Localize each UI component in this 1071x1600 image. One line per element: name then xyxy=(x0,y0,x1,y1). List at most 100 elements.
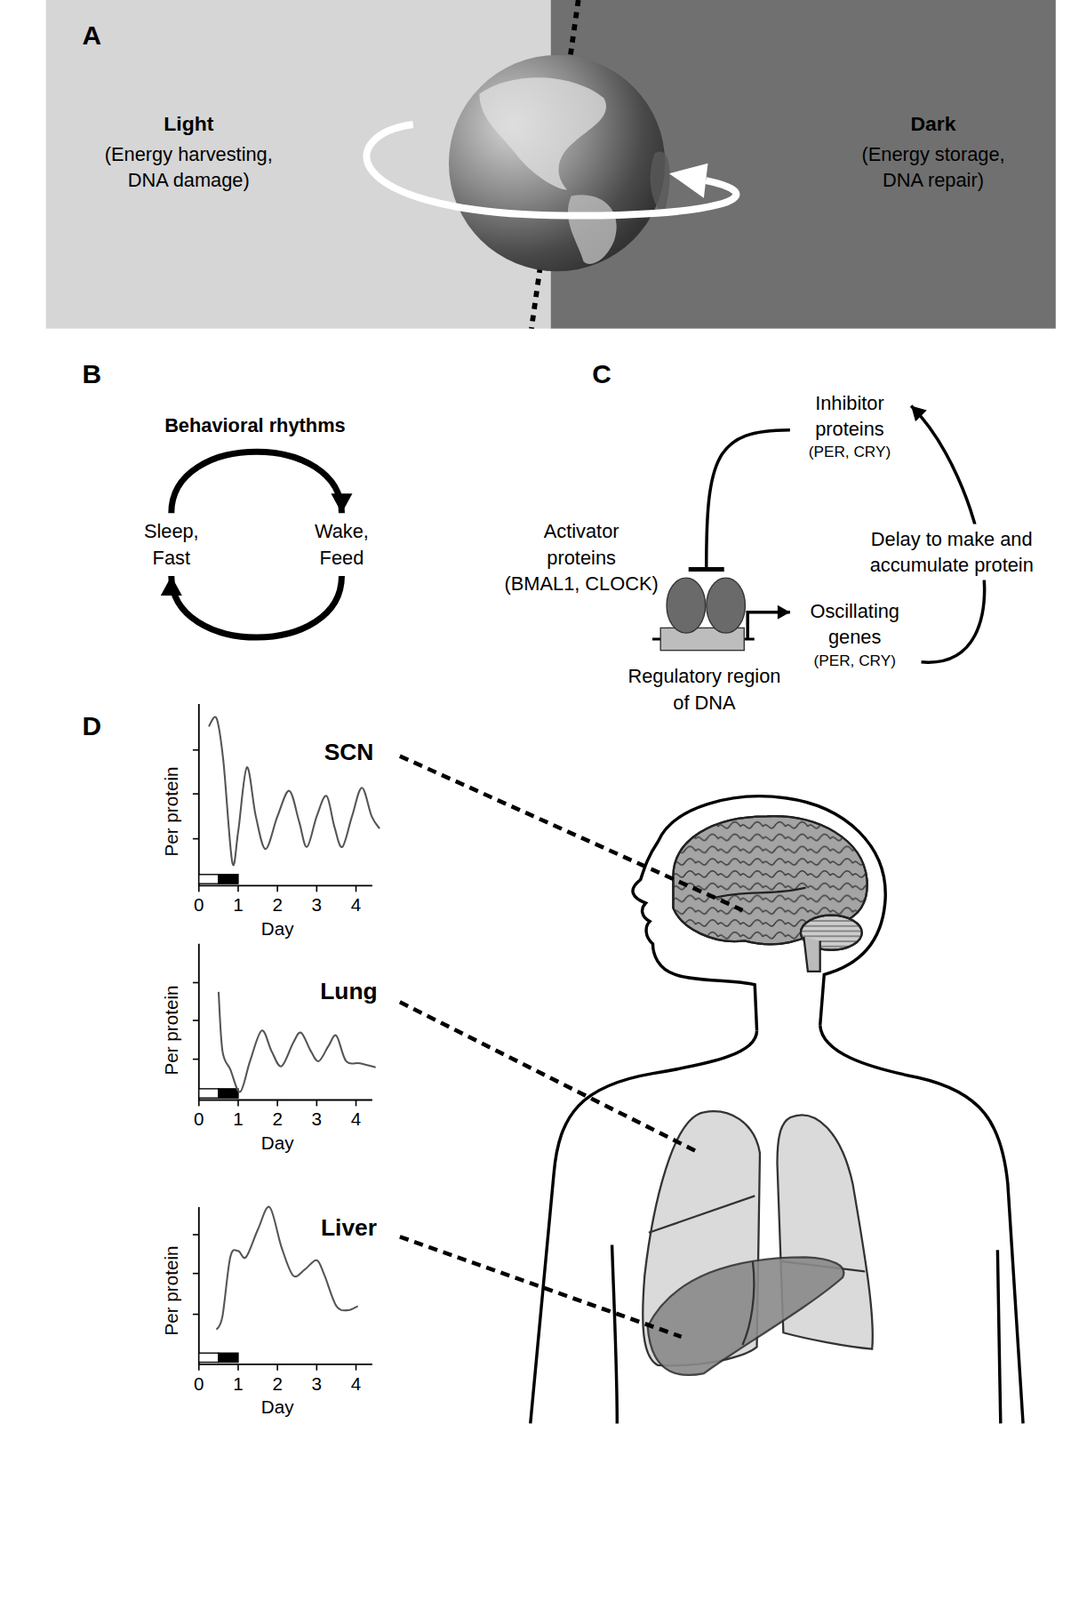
plot-title: SCN xyxy=(324,738,375,768)
behavior-state: Wake, Feed xyxy=(301,518,384,571)
section-title: Behavioral rhythms xyxy=(164,414,346,438)
axis-tick xyxy=(192,1058,200,1061)
brain xyxy=(803,936,820,972)
node-heading: Activator proteins xyxy=(525,518,638,571)
tick-label: 3 xyxy=(311,1372,322,1395)
axis-label: Day xyxy=(261,1396,295,1419)
panel-letter: C xyxy=(591,358,612,391)
axis-tick xyxy=(316,1364,319,1371)
node-subtext: (Energy harvesting, DNA damage) xyxy=(91,141,286,194)
per-protein-plot xyxy=(192,703,380,892)
behavior-state: Sleep, Fast xyxy=(130,518,213,571)
edge-label: Delay to make and accumulate protein xyxy=(847,524,1056,581)
node-heading: Regulatory region of DNA xyxy=(620,663,789,716)
node-heading: Dark xyxy=(847,110,1021,138)
lungs xyxy=(648,1195,755,1232)
liver xyxy=(647,1256,845,1375)
tick-label: 3 xyxy=(311,1108,322,1131)
tick-label: 1 xyxy=(232,1108,243,1131)
node-heading: Oscillating genes xyxy=(793,598,917,651)
light-bar xyxy=(199,1088,219,1098)
per-protein-plot xyxy=(192,943,376,1107)
plot-axis xyxy=(199,943,373,1101)
gene-label: Oscillating genes(PER, CRY) xyxy=(793,598,917,672)
node-heading: Sleep, Fast xyxy=(130,518,213,571)
axis-tick xyxy=(355,885,358,892)
tick-label: 2 xyxy=(271,1108,282,1131)
axis-tick xyxy=(316,885,319,892)
tick-label: 0 xyxy=(193,1108,204,1131)
node-heading: Light xyxy=(91,110,286,138)
per-protein-curve xyxy=(208,717,380,866)
earth-globe xyxy=(366,55,736,272)
node-subtext: (PER, CRY) xyxy=(793,441,906,463)
plot-title: Lung xyxy=(319,977,377,1007)
dark-bar xyxy=(218,1088,239,1098)
node-heading: Wake, Feed xyxy=(301,518,384,571)
arrowhead xyxy=(330,493,352,513)
activator-protein xyxy=(667,577,707,633)
protein-label: Inhibitor proteins(PER, CRY) xyxy=(793,390,906,464)
human-figure xyxy=(530,796,1024,1424)
brain xyxy=(672,815,867,972)
arrowhead xyxy=(160,575,183,596)
brain xyxy=(713,887,806,898)
axis-tick xyxy=(192,838,200,840)
leader-lines xyxy=(399,1236,682,1337)
tick-label: 3 xyxy=(311,894,322,917)
tick-label: 4 xyxy=(351,1108,361,1131)
leader-lines xyxy=(399,1001,700,1153)
dna-with-activators xyxy=(652,576,755,651)
arrowhead xyxy=(911,406,928,423)
connector-line xyxy=(747,612,791,640)
tick-label: 2 xyxy=(271,1372,282,1395)
liver xyxy=(647,1256,845,1375)
axis-label: Day xyxy=(261,1131,295,1154)
earth-globe xyxy=(669,163,709,199)
day-night-panel xyxy=(46,0,1056,329)
axis-tick xyxy=(192,982,200,984)
axis-tick xyxy=(316,1100,319,1107)
panel-letter: D xyxy=(82,710,103,743)
axis-tick xyxy=(355,1100,358,1107)
axis-label: Per protein xyxy=(159,985,183,1076)
connector-line xyxy=(171,575,343,638)
earth-globe xyxy=(649,151,670,216)
panel-letter: A xyxy=(82,19,103,52)
human-figure xyxy=(632,796,886,1032)
light-bar xyxy=(199,874,219,884)
axis-tick xyxy=(355,1364,358,1371)
axis-tick xyxy=(192,1019,200,1022)
earth-globe xyxy=(366,124,736,216)
connector xyxy=(171,451,353,513)
axis-tick xyxy=(198,1364,200,1371)
earth-globe xyxy=(567,194,617,264)
tick-label: 1 xyxy=(232,1372,243,1395)
axis-tick xyxy=(237,1364,240,1371)
axis-tick xyxy=(192,749,200,752)
connector xyxy=(688,430,791,570)
axis-tick xyxy=(198,1100,200,1107)
human-figure xyxy=(997,1249,1000,1423)
leader-lines xyxy=(399,756,744,911)
dark-band: Dark (Energy storage, DNA repair) xyxy=(551,0,1056,329)
protein-label: Activator proteins(BMAL1, CLOCK) xyxy=(499,518,664,597)
light-band: Light (Energy harvesting, DNA damage) xyxy=(46,0,552,329)
liver xyxy=(742,1261,754,1345)
dark-bar xyxy=(218,1352,239,1362)
connector-line xyxy=(706,430,791,570)
axis-tick xyxy=(192,1233,200,1236)
node-subtext: (Energy storage, DNA repair) xyxy=(847,141,1021,194)
connector xyxy=(747,605,791,640)
tick-label: 0 xyxy=(193,894,204,917)
earth-globe xyxy=(479,77,607,190)
axis-label: Per protein xyxy=(159,1246,183,1336)
leader-lines xyxy=(399,756,744,1337)
connector xyxy=(160,575,343,638)
dark-bar xyxy=(218,874,239,884)
axis-tick xyxy=(192,1272,200,1275)
tick-label: 4 xyxy=(351,894,361,917)
dna-regulatory-region: Regulatory region of DNA xyxy=(652,576,755,651)
axis-tick xyxy=(237,1100,240,1107)
